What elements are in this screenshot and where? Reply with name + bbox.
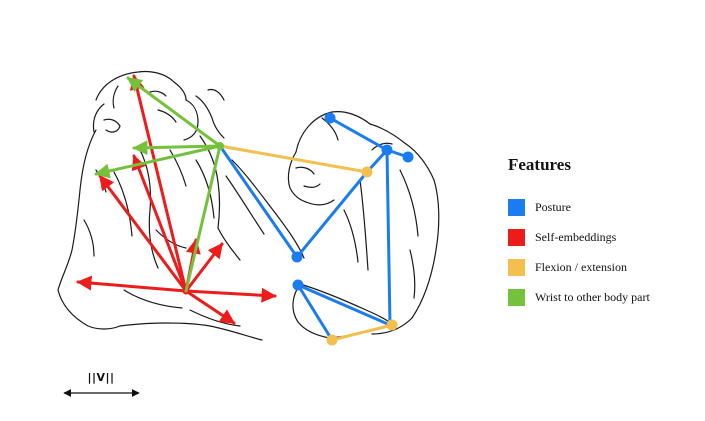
self-embedding-arrow bbox=[98, 174, 188, 293]
posture-edge bbox=[218, 144, 299, 259]
flexion-edge bbox=[218, 144, 369, 174]
legend-label-self-embeddings: Self-embeddings bbox=[535, 229, 617, 244]
posture-joint bbox=[292, 279, 304, 291]
wrist-arrow bbox=[94, 144, 222, 179]
flexion-joint bbox=[361, 166, 373, 178]
legend-swatch-wrist-to-body bbox=[508, 288, 525, 306]
legend-title: Features bbox=[508, 155, 571, 174]
wrist-arrow bbox=[184, 144, 222, 293]
legend-item-flexion-extension: Flexion / extension bbox=[508, 257, 650, 277]
flexion-joint bbox=[326, 334, 338, 346]
legend-label-wrist-to-body: Wrist to other body part bbox=[535, 289, 650, 304]
wrist-arrow bbox=[132, 140, 222, 156]
legend-label-flexion-extension: Flexion / extension bbox=[535, 259, 627, 274]
posture-joint bbox=[381, 144, 393, 156]
self-embedding-arrow bbox=[184, 289, 236, 325]
flexion-edge bbox=[330, 323, 394, 342]
self-embedding-arrow bbox=[131, 154, 188, 293]
legend-swatch-flexion-extension bbox=[508, 258, 525, 276]
flexion-joint bbox=[386, 319, 398, 331]
posture-joint bbox=[324, 112, 336, 124]
legend-swatch-self-embeddings bbox=[508, 228, 525, 246]
wrist-arrow bbox=[126, 76, 222, 148]
self-embedding-arrow bbox=[129, 74, 188, 293]
legend: Features Posture Self-embeddings Flexion… bbox=[508, 155, 650, 317]
posture-skeleton bbox=[218, 112, 414, 342]
left-chimpanzee-sketch bbox=[57, 70, 263, 341]
legend-item-posture: Posture bbox=[508, 197, 650, 217]
legend-swatch-posture bbox=[508, 198, 525, 216]
posture-edge bbox=[385, 148, 392, 327]
posture-joint bbox=[402, 151, 414, 163]
legend-item-self-embeddings: Self-embeddings bbox=[508, 227, 650, 247]
right-chimpanzee-sketch bbox=[225, 111, 440, 339]
self-embedding-arrow bbox=[184, 242, 224, 293]
wrist-joint bbox=[216, 142, 224, 150]
wrist-to-body-arrows bbox=[94, 76, 224, 293]
legend-item-wrist-to-body: Wrist to other body part bbox=[508, 287, 650, 307]
posture-edge bbox=[328, 116, 389, 152]
posture-edge bbox=[296, 283, 334, 342]
legend-label-posture: Posture bbox=[535, 199, 571, 214]
posture-joint bbox=[291, 251, 303, 263]
self-embedding-arrow bbox=[184, 287, 277, 303]
flexion-extension-lines bbox=[218, 144, 398, 346]
posture-edge bbox=[295, 170, 369, 259]
scale-bar-label: ||V|| bbox=[87, 371, 115, 384]
posture-edge bbox=[296, 283, 392, 327]
self-embedding-arrow bbox=[76, 275, 188, 293]
